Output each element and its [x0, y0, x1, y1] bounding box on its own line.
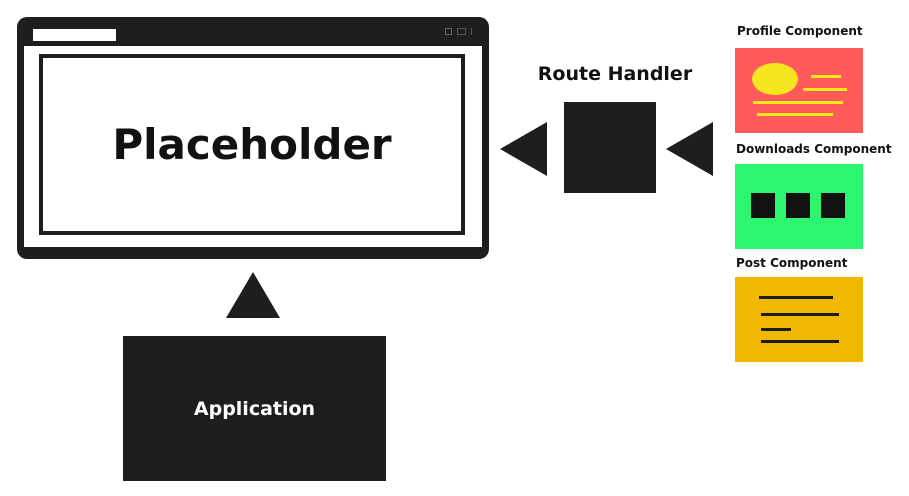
post-component-label: Post Component [736, 256, 848, 270]
browser-tab [33, 29, 116, 41]
arrow-up-icon [226, 272, 280, 318]
text-line [757, 113, 833, 116]
browser-window: Placeholder [17, 17, 489, 259]
avatar-icon [752, 63, 798, 95]
maximize-icon [457, 28, 466, 35]
text-line [761, 340, 839, 343]
browser-viewport: Placeholder [24, 46, 482, 247]
text-line [811, 75, 841, 78]
text-line [761, 328, 791, 331]
route-handler-box [564, 102, 656, 193]
content-frame: Placeholder [39, 54, 465, 235]
downloads-component-card [735, 164, 863, 249]
downloads-component-label: Downloads Component [736, 142, 892, 156]
placeholder-title: Placeholder [112, 120, 392, 169]
text-line [753, 101, 843, 104]
download-tile-icon [786, 193, 810, 218]
download-tile-icon [751, 193, 775, 218]
text-line [803, 88, 847, 91]
close-icon [471, 28, 475, 35]
route-handler-label: Route Handler [537, 63, 693, 85]
minimize-icon [445, 28, 452, 35]
application-label: Application [193, 397, 316, 420]
application-box: Application [123, 336, 386, 481]
arrow-left-icon [666, 122, 713, 176]
arrow-left-icon [500, 122, 547, 176]
text-line [759, 296, 833, 299]
post-component-card [735, 277, 863, 362]
text-line [761, 313, 839, 316]
profile-component-card [735, 48, 863, 133]
profile-component-label: Profile Component [737, 24, 863, 38]
download-tile-icon [821, 193, 845, 218]
